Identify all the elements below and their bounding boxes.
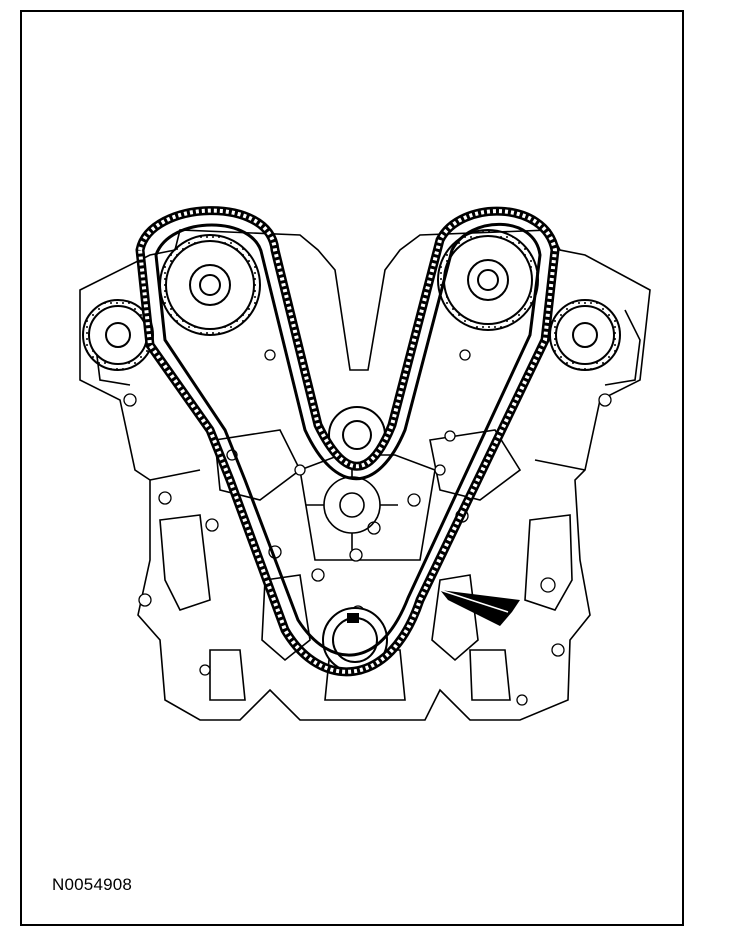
left-timing-chain [135,206,560,677]
pump-hub [306,460,398,550]
right-camshaft-sprocket [437,229,539,331]
left-auxiliary-sprocket [82,299,154,371]
left-camshaft-sprocket [159,234,261,336]
indicator-arrow [439,589,520,626]
right-auxiliary-sprocket [549,299,621,371]
crankshaft-sprocket [322,607,388,673]
figure-id-label: N0054908 [52,875,133,894]
idler-sprocket [328,406,386,464]
right-timing-chain [154,222,542,657]
